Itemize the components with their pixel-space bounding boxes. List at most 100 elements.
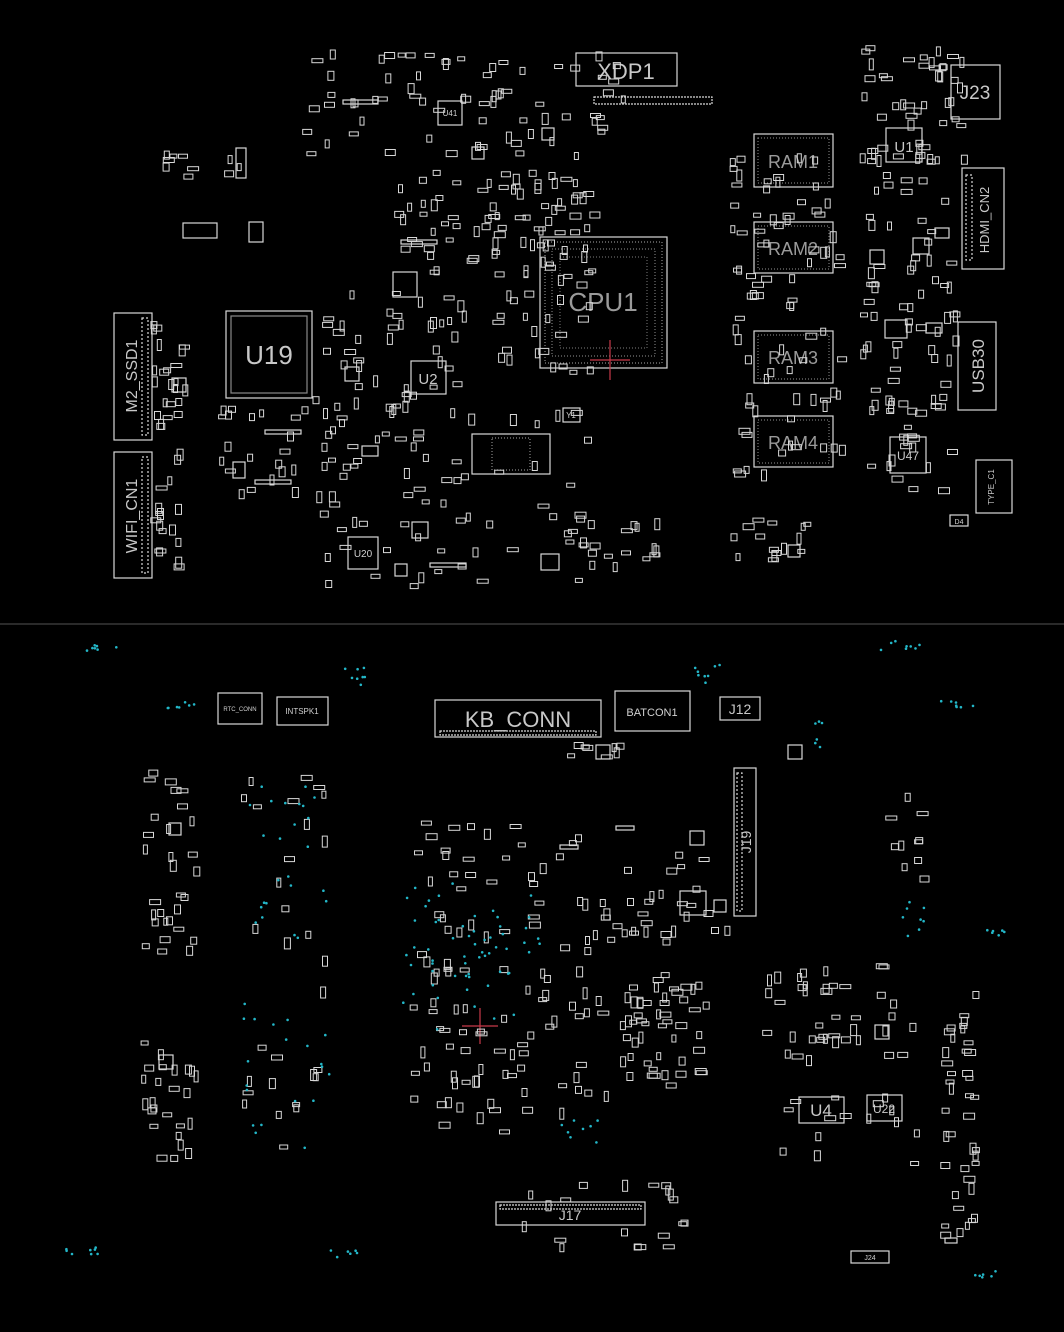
passive-component[interactable] — [512, 183, 521, 190]
passive-component[interactable] — [774, 971, 782, 984]
passive-component[interactable] — [543, 975, 551, 983]
passive-component[interactable] — [688, 1007, 701, 1013]
passive-component[interactable] — [893, 347, 899, 359]
passive-component[interactable] — [805, 332, 818, 340]
passive-component[interactable] — [157, 948, 168, 955]
passive-component[interactable] — [789, 274, 796, 284]
passive-component[interactable] — [275, 1110, 282, 1119]
passive-component[interactable] — [542, 239, 549, 252]
passive-component[interactable] — [525, 985, 531, 995]
passive-component[interactable] — [924, 238, 933, 246]
passive-component[interactable] — [498, 184, 509, 190]
passive-component[interactable] — [815, 1132, 822, 1142]
passive-component[interactable] — [247, 453, 254, 462]
passive-component[interactable] — [142, 1098, 149, 1111]
passive-component[interactable] — [947, 54, 959, 59]
passive-component[interactable] — [550, 362, 557, 373]
passive-component[interactable] — [621, 929, 628, 938]
passive-component[interactable] — [621, 1228, 628, 1237]
passive-component[interactable] — [946, 1024, 956, 1032]
passive-component[interactable] — [499, 929, 511, 935]
passive-component[interactable] — [401, 392, 412, 398]
ram2-chip[interactable]: RAM2 — [753, 221, 834, 274]
passive-component[interactable] — [876, 113, 887, 121]
passive-component[interactable] — [762, 1029, 773, 1036]
passive-component[interactable] — [916, 811, 929, 817]
passive-component[interactable] — [558, 363, 568, 370]
passive-component[interactable] — [442, 851, 450, 860]
passive-component[interactable] — [400, 245, 411, 253]
passive-component[interactable] — [876, 155, 882, 167]
passive-component[interactable] — [661, 1070, 669, 1081]
passive-component[interactable] — [481, 223, 491, 231]
keyboard-connector[interactable]: KB_CONN — [434, 699, 602, 738]
passive-component[interactable] — [866, 1113, 872, 1124]
passive-component[interactable] — [815, 1022, 824, 1029]
passive-component[interactable] — [518, 1050, 529, 1057]
passive-component[interactable] — [323, 347, 331, 355]
passive-component[interactable] — [185, 1148, 193, 1159]
passive-component[interactable] — [589, 211, 601, 219]
passive-component[interactable] — [651, 543, 657, 556]
passive-component[interactable] — [607, 936, 616, 943]
passive-component[interactable] — [400, 214, 407, 226]
passive-component[interactable] — [279, 448, 291, 455]
passive-component[interactable] — [478, 101, 490, 107]
passive-component[interactable] — [478, 117, 487, 125]
passive-component[interactable] — [413, 436, 424, 442]
passive-component[interactable] — [969, 1142, 977, 1155]
passive-component[interactable] — [520, 236, 527, 248]
passive-component[interactable] — [928, 345, 936, 356]
passive-component[interactable] — [806, 1055, 812, 1067]
cpu1-chip[interactable]: CPU1 — [539, 236, 668, 380]
passive-component[interactable] — [640, 920, 653, 927]
passive-component[interactable] — [451, 331, 459, 343]
passive-component[interactable] — [837, 356, 848, 363]
passive-component[interactable] — [306, 151, 317, 157]
passive-component[interactable] — [435, 195, 444, 201]
passive-component[interactable] — [476, 144, 488, 150]
passive-component[interactable] — [671, 1034, 677, 1043]
passive-component[interactable] — [960, 1165, 970, 1173]
passive-component[interactable] — [578, 1181, 588, 1189]
passive-component[interactable] — [790, 444, 802, 451]
passive-component[interactable] — [797, 548, 806, 554]
passive-component[interactable] — [943, 1028, 955, 1036]
passive-component[interactable] — [339, 544, 352, 550]
passive-component[interactable] — [583, 1008, 590, 1018]
passive-component[interactable] — [170, 363, 183, 368]
passive-component[interactable] — [305, 930, 312, 939]
passive-component[interactable] — [561, 246, 568, 255]
passive-component[interactable] — [169, 153, 178, 159]
passive-component[interactable] — [349, 290, 355, 300]
passive-component[interactable] — [905, 323, 912, 333]
passive-component[interactable] — [787, 415, 795, 423]
passive-component[interactable] — [321, 835, 328, 848]
passive-component[interactable] — [883, 181, 894, 189]
passive-component[interactable] — [384, 149, 396, 156]
passive-component[interactable] — [517, 842, 526, 848]
passive-component[interactable] — [457, 56, 466, 62]
passive-component[interactable] — [468, 255, 480, 263]
passive-component[interactable] — [493, 231, 506, 239]
passive-component[interactable] — [861, 92, 868, 102]
passive-component[interactable] — [963, 1175, 976, 1183]
passive-component[interactable] — [633, 1243, 642, 1251]
passive-component[interactable] — [876, 991, 886, 999]
passive-component[interactable] — [941, 1060, 954, 1067]
passive-component[interactable] — [162, 1112, 173, 1118]
passive-component[interactable] — [287, 798, 300, 805]
passive-component[interactable] — [505, 131, 512, 144]
passive-component[interactable] — [391, 291, 401, 296]
passive-component[interactable] — [462, 856, 475, 862]
passive-component[interactable] — [850, 1015, 861, 1021]
passive-component[interactable] — [422, 453, 429, 462]
passive-component[interactable] — [888, 397, 895, 406]
passive-component[interactable] — [573, 742, 584, 749]
passive-component[interactable] — [931, 394, 937, 405]
passive-component[interactable] — [175, 892, 186, 898]
passive-component[interactable] — [831, 1095, 840, 1101]
passive-component[interactable] — [597, 128, 606, 135]
passive-component[interactable] — [560, 944, 571, 952]
passive-component[interactable] — [749, 290, 757, 300]
